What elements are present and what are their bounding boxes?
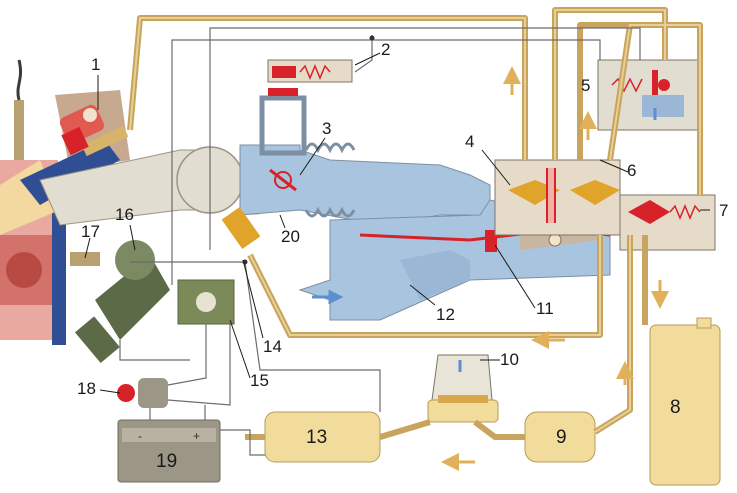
lambda-sensor [14,59,24,160]
injector [61,125,129,157]
thermo-time-switch [221,206,261,250]
ignition-switch [117,378,168,408]
accumulator [427,354,499,423]
warm-up-regulator [619,194,716,251]
fuel-tank [649,317,721,486]
fuel-lines-inner [129,9,701,433]
fuel-distributor [494,159,621,236]
throttle-switch [177,279,235,325]
callout-3: 3 [322,119,332,138]
air-passage [239,88,491,226]
callout-9: 9 [556,427,567,448]
callout-10: 10 [500,350,519,369]
callout-15: 15 [250,371,269,390]
callout-12: 12 [436,305,455,324]
callout-4: 4 [465,132,475,151]
callout-13: 13 [306,427,328,448]
callout-20: 20 [281,227,300,246]
leader-lines [84,52,710,394]
right-arrow-head [328,289,344,305]
air-flow-arrows [312,108,657,372]
callout-1: 1 [91,55,101,74]
battery-positive-label: + [193,429,200,443]
callout-14: 14 [263,337,282,356]
callout-16: 16 [115,205,134,224]
coolant-temp-sensor [70,252,100,266]
battery-negative-label: - [138,429,142,443]
callout-6: 6 [627,161,637,180]
wire-junction [369,35,375,41]
callout-5: 5 [581,76,591,95]
flow-arrows [441,66,669,471]
callout-18: 18 [77,379,96,398]
control-wiring [119,27,641,456]
ignition-distributor [74,240,170,364]
auxiliary-air-valve [267,59,353,83]
callout-19: 19 [156,451,178,472]
callout-11: 11 [536,299,554,318]
battery: - + [117,419,221,483]
callout-8: 8 [670,397,681,418]
callout-17: 17 [81,222,100,241]
callout-7: 7 [719,201,729,220]
callout-2: 2 [381,40,391,59]
